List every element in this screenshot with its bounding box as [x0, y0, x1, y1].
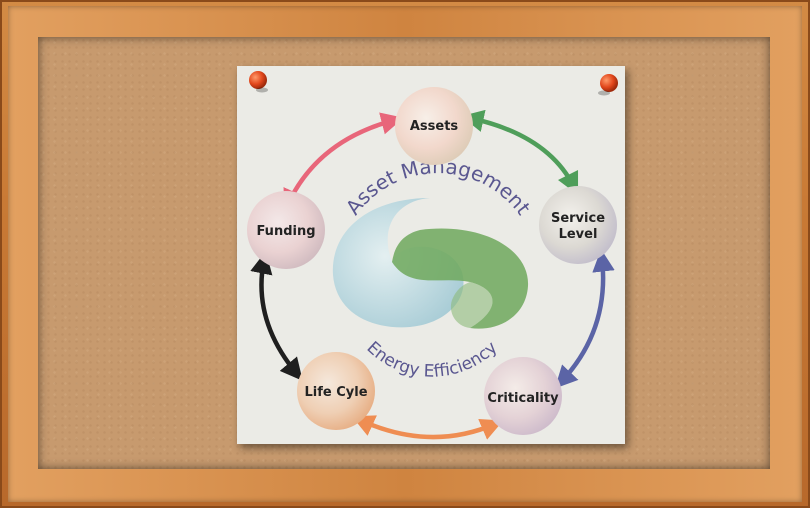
node-service-label-line2: Level [559, 227, 598, 242]
node-assets-label: Assets [410, 119, 459, 134]
arrow-service-criticality [554, 249, 615, 389]
node-service-level: Service Level [539, 186, 617, 264]
arrow-lifecycle-funding [250, 251, 303, 381]
diagram-subtitle: Energy Efficiency [363, 338, 502, 382]
push-pin-left-icon [249, 71, 268, 93]
energy-swirl-graphic [332, 198, 529, 329]
node-funding: Funding [247, 191, 325, 269]
node-life-cycle: Life Cyle [297, 352, 375, 430]
node-criticality-label: Criticality [487, 391, 559, 406]
node-service-label-line1: Service [551, 211, 605, 226]
arrow-funding-assets [283, 112, 404, 213]
node-lifecycle-label: Life Cyle [304, 385, 367, 400]
node-funding-label: Funding [256, 224, 315, 239]
arrow-assets-service [461, 109, 579, 196]
node-assets: Assets [395, 87, 473, 165]
node-criticality: Criticality [484, 357, 562, 435]
arrow-criticality-lifecycle [351, 415, 504, 440]
push-pin-right-icon [598, 74, 618, 96]
